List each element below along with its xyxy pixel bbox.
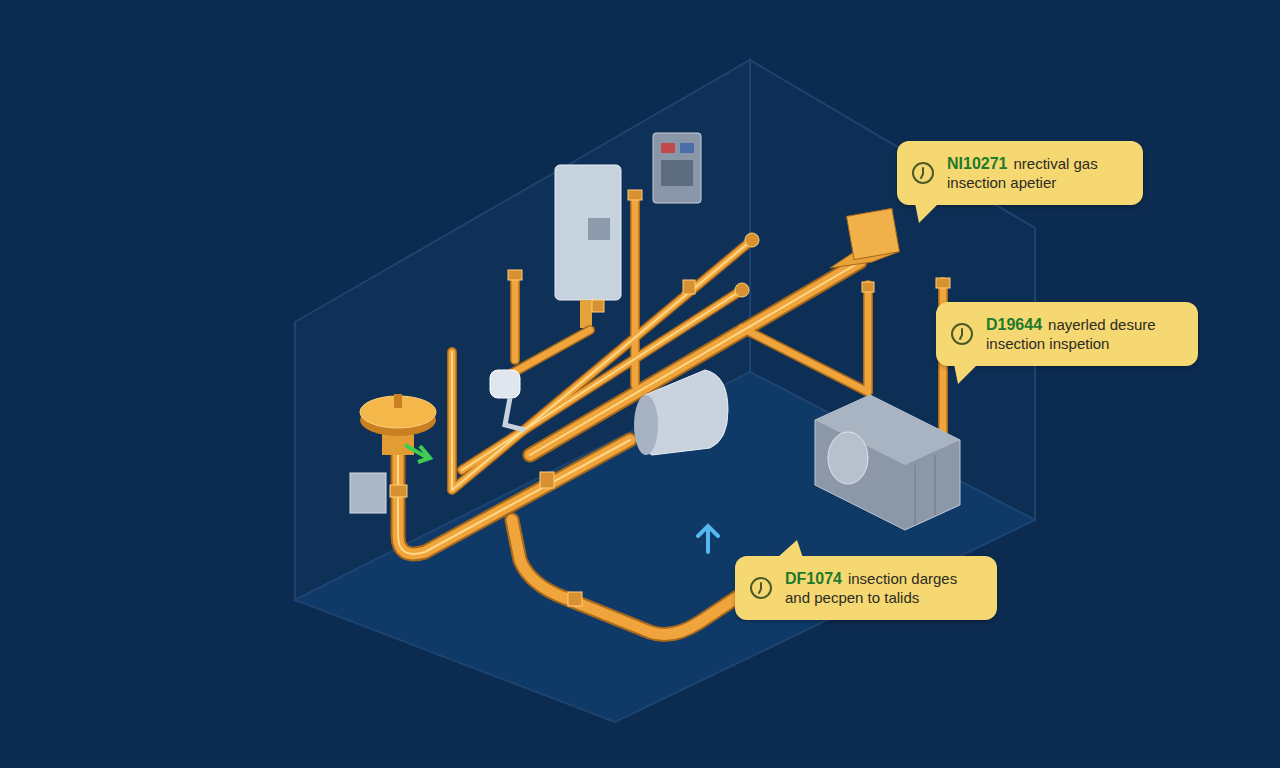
info-icon — [749, 576, 773, 600]
callout-bubble: D19644nayerled desure insection inspetio… — [936, 302, 1198, 366]
valve — [490, 370, 525, 430]
callout-text: DF1074insection darges and pecpen to tal… — [785, 569, 983, 607]
info-icon — [950, 322, 974, 346]
gas-meter — [350, 394, 436, 513]
tank — [634, 370, 728, 455]
callout-code: DF1074 — [785, 570, 842, 587]
callout-tail — [950, 364, 980, 384]
control-panel — [653, 133, 701, 203]
callout-code: D19644 — [986, 316, 1042, 333]
flow-arrow — [698, 526, 718, 552]
hvac-unit — [815, 395, 960, 530]
info-icon — [911, 161, 935, 185]
callout-bubble: NI10271nrectival gas insection apetier — [897, 141, 1143, 205]
callout-text: D19644nayerled desure insection inspetio… — [986, 315, 1184, 353]
water-heater — [555, 165, 621, 300]
callout-code: NI10271 — [947, 155, 1008, 172]
callout-tail — [911, 203, 941, 223]
callout-text: NI10271nrectival gas insection apetier — [947, 154, 1129, 192]
callout-bubble: DF1074insection darges and pecpen to tal… — [735, 556, 997, 620]
callout-tail — [775, 540, 805, 558]
